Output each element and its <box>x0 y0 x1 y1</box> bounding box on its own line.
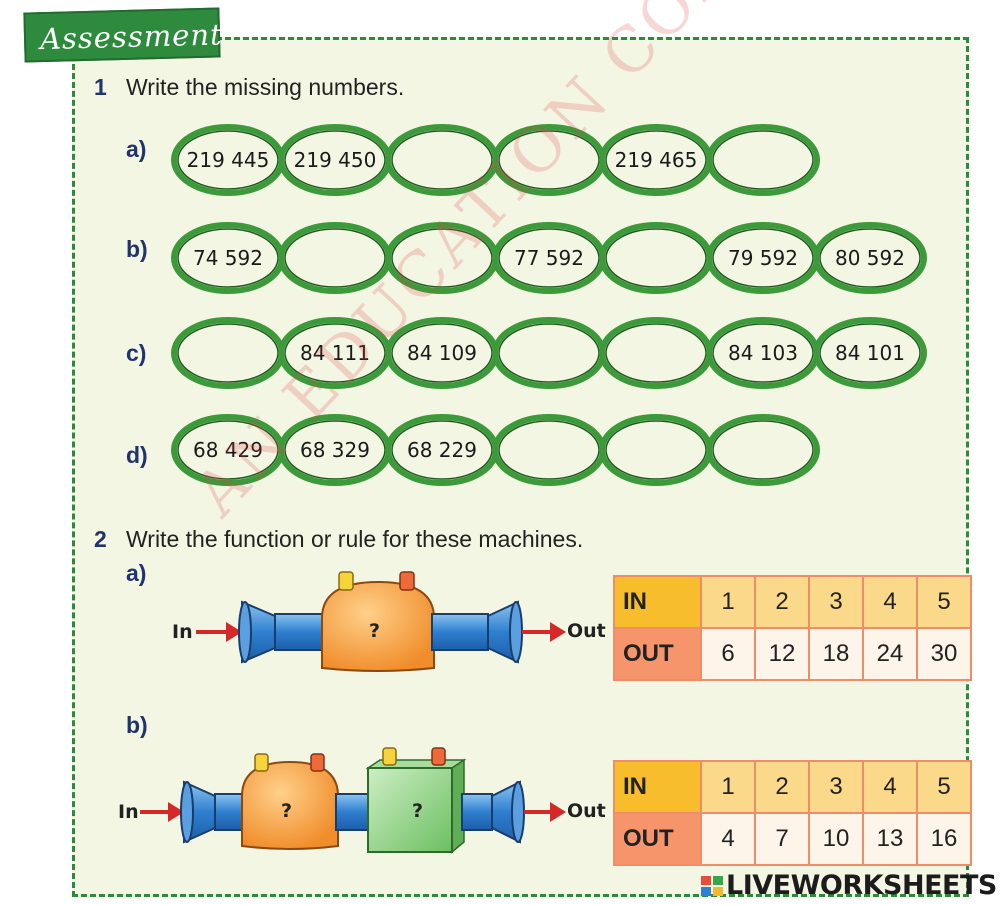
row-label-b: b) <box>126 236 148 262</box>
machine-symbol-b1: ? <box>281 800 293 822</box>
table-cell: 6 <box>700 627 756 681</box>
question-1-text: Write the missing numbers. <box>126 74 405 100</box>
question-1-number: 1 <box>94 74 107 100</box>
right-pipe-a <box>431 613 489 651</box>
oval-number: 77 592 <box>514 246 584 270</box>
table-cell: 1 <box>700 760 756 814</box>
table-cell: 18 <box>808 627 864 681</box>
liveworksheets-brand[interactable]: LIVEWORKSHEETS <box>700 870 997 901</box>
table-cell: 13 <box>862 812 918 866</box>
table-cell: 24 <box>862 627 918 681</box>
table-row-out: OUT 6 12 18 24 30 <box>613 627 972 681</box>
out-arrowhead-b <box>550 802 566 822</box>
left-pipe-a <box>274 613 331 651</box>
number-oval <box>813 317 927 389</box>
out-header: OUT <box>613 812 702 866</box>
table-cell: 5 <box>916 760 972 814</box>
oval-number: 68 229 <box>407 438 477 462</box>
table-cell: 10 <box>808 812 864 866</box>
out-arrowhead-a <box>550 622 566 642</box>
part-label-2a: a) <box>126 560 147 586</box>
row-label-c: c) <box>126 340 147 366</box>
oval-inner-ring <box>819 228 921 288</box>
table-cell: 2 <box>754 575 810 629</box>
table-cell: 12 <box>754 627 810 681</box>
orange-machine-body-a <box>321 580 435 672</box>
red-knob-icon <box>399 571 415 591</box>
table-row-out: OUT 4 7 10 13 16 <box>613 812 972 866</box>
row-label-d: d) <box>126 442 148 468</box>
yellow-knob-icon-c <box>382 747 397 766</box>
oval-number: 219 445 <box>187 148 270 172</box>
out-label-b: Out <box>567 800 606 822</box>
machine-symbol-a: ? <box>369 620 381 642</box>
oval-number: 68 429 <box>193 438 263 462</box>
oval-inner-ring <box>712 420 814 480</box>
in-label-a: In <box>172 621 193 643</box>
in-header: IN <box>613 760 702 814</box>
oval-number: 84 101 <box>835 341 905 365</box>
number-oval <box>813 222 927 294</box>
oval-number: 84 109 <box>407 341 477 365</box>
right-pipe-b <box>461 793 493 831</box>
oval-number: 219 465 <box>615 148 698 172</box>
answer-oval[interactable] <box>706 414 820 486</box>
red-knob-icon-c <box>431 747 446 766</box>
oval-number: 79 592 <box>728 246 798 270</box>
table-cell: 3 <box>808 760 864 814</box>
table-cell: 2 <box>754 760 810 814</box>
table-cell: 30 <box>916 627 972 681</box>
table-cell: 7 <box>754 812 810 866</box>
question-2-number: 2 <box>94 526 107 552</box>
table-row-in: IN 1 2 3 4 5 <box>613 760 972 814</box>
in-arrowhead-a <box>226 622 242 642</box>
in-header: IN <box>613 575 702 629</box>
question-2-text: Write the function or rule for these mac… <box>126 526 584 552</box>
table-cell: 4 <box>862 575 918 629</box>
orange-machine-body-b <box>241 760 339 850</box>
part-label-2b: b) <box>126 712 148 738</box>
table-cell: 4 <box>700 812 756 866</box>
oval-number: 84 103 <box>728 341 798 365</box>
machine-symbol-b2: ? <box>412 800 424 822</box>
in-arrowhead-b <box>168 802 184 822</box>
oval-number: 74 592 <box>193 246 263 270</box>
green-machine-box-b <box>367 767 453 853</box>
row-label-a: a) <box>126 136 147 162</box>
out-label-a: Out <box>567 620 606 642</box>
oval-number: 84 111 <box>300 341 370 365</box>
yellow-knob-icon-b <box>254 753 269 772</box>
table-cell: 5 <box>916 575 972 629</box>
red-knob-icon-b <box>310 753 325 772</box>
oval-inner-ring <box>819 323 921 383</box>
oval-number: 219 450 <box>294 148 377 172</box>
oval-number: 80 592 <box>835 246 905 270</box>
io-table-a: IN 1 2 3 4 5 OUT 6 12 18 24 30 <box>613 575 972 681</box>
yellow-knob-icon <box>338 571 354 591</box>
liveworksheets-logo-icon <box>701 876 723 896</box>
out-header: OUT <box>613 627 702 681</box>
table-cell: 1 <box>700 575 756 629</box>
table-cell: 16 <box>916 812 972 866</box>
table-row-in: IN 1 2 3 4 5 <box>613 575 972 629</box>
oval-inner-ring <box>712 130 814 190</box>
in-label-b: In <box>118 801 139 823</box>
table-cell: 4 <box>862 760 918 814</box>
answer-oval[interactable] <box>706 124 820 196</box>
io-table-b: IN 1 2 3 4 5 OUT 4 7 10 13 16 <box>613 760 972 866</box>
oval-number: 68 329 <box>300 438 370 462</box>
liveworksheets-text: LIVEWORKSHEETS <box>726 870 997 901</box>
middle-pipe-b <box>335 793 371 831</box>
table-cell: 3 <box>808 575 864 629</box>
